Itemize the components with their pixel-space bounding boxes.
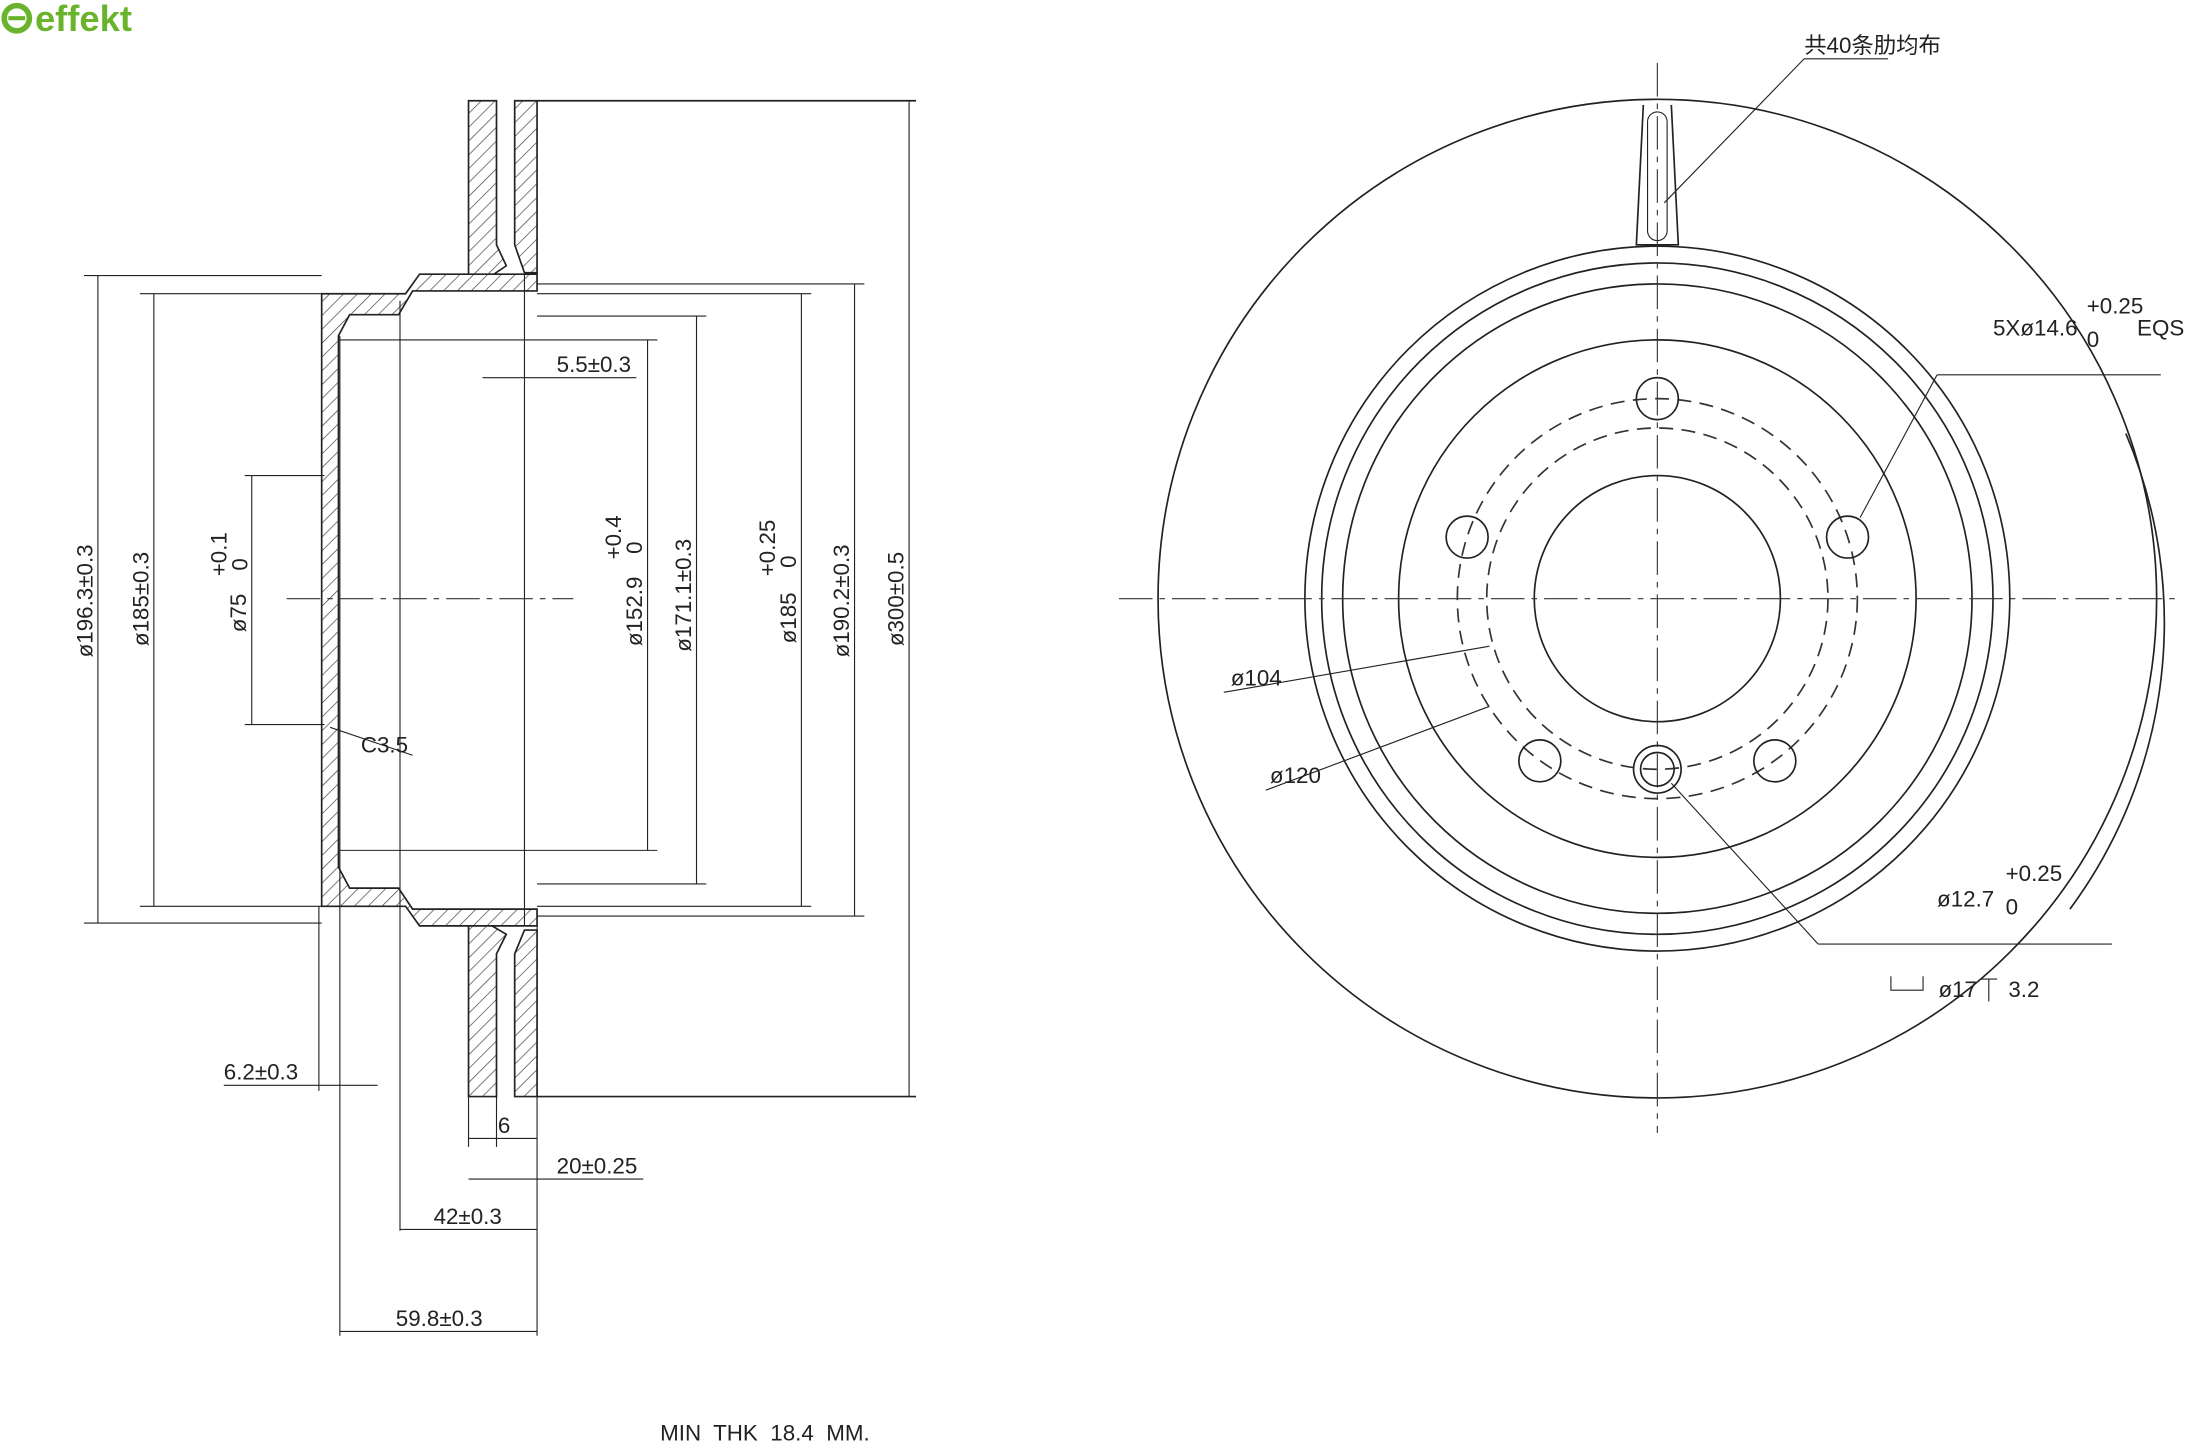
dim-tol: 0: [776, 555, 801, 567]
dim-42: 42±0.3: [434, 1204, 502, 1229]
dim-tol: +0.4: [601, 515, 626, 559]
dim-tol: 0: [622, 541, 647, 553]
dim-tol: +0.25: [755, 520, 780, 577]
dim-185-inner: ø185: [776, 592, 801, 643]
dim-tol: 0: [228, 558, 253, 570]
dim-152: ø152.9: [622, 577, 647, 647]
min-thickness-note: MIN THK 18.4 MM.: [660, 1421, 870, 1446]
bolt-hole-dim: 5Xø14.6: [1993, 316, 2078, 341]
pcd-120: ø120: [1270, 763, 1321, 788]
dim-5-5: 5.5±0.3: [557, 352, 631, 377]
dim-20: 20±0.25: [557, 1153, 638, 1178]
pin-tol-upper: +0.25: [2006, 861, 2063, 886]
section-view: [83, 99, 917, 1336]
dim-center-bore: ø75: [226, 594, 251, 633]
bolt-tol-upper: +0.25: [2087, 293, 2144, 318]
dim-od-hat: ø196.3±0.3: [72, 544, 97, 657]
dim-185-outer: ø185±0.3: [128, 552, 153, 646]
logo-text: effekt: [35, 0, 132, 39]
bolt-tol-lower: 0: [2087, 327, 2099, 352]
effekt-logo: effekt: [1, 0, 132, 39]
dim-300: ø300±0.5: [883, 552, 908, 646]
dim-190: ø190.2±0.3: [829, 544, 854, 657]
dim-6-2: 6.2±0.3: [224, 1060, 298, 1085]
counterbore-depth: 3.2: [2008, 977, 2039, 1002]
counterbore-dim: ø17: [1938, 977, 1977, 1002]
dim-171: ø171.1±0.3: [671, 539, 696, 652]
dim-59-8: 59.8±0.3: [396, 1306, 483, 1331]
front-view: [1118, 58, 2182, 1133]
dim-6: 6: [498, 1113, 510, 1138]
pin-tol-lower: 0: [2006, 895, 2018, 920]
rib-note: 共40条肋均布: [1804, 33, 1941, 58]
dim-tol: +0.1: [207, 532, 232, 576]
pin-hole-dim: ø12.7: [1937, 886, 1994, 911]
dim-chamfer: C3.5: [361, 732, 408, 757]
bolt-eqs: EQS: [2137, 316, 2184, 341]
pcd-104: ø104: [1231, 665, 1282, 690]
